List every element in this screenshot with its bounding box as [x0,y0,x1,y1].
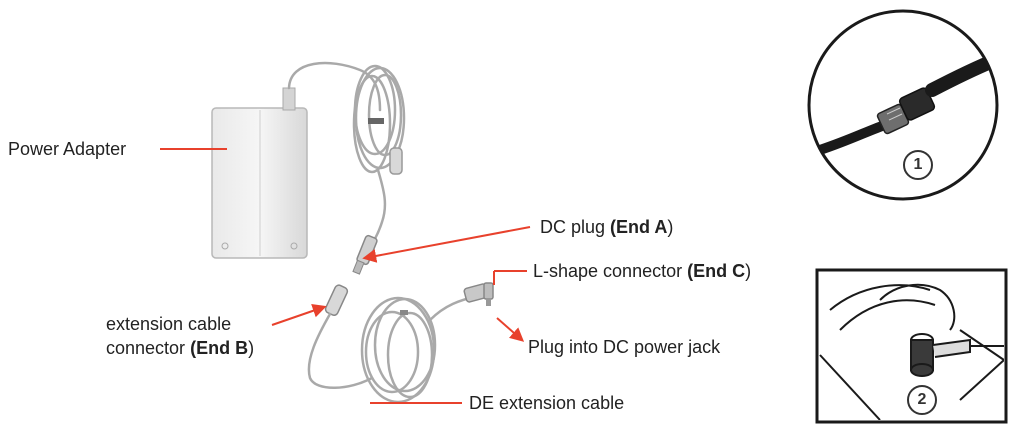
power-adapter-icon [211,87,308,259]
inset-step-1 [807,9,999,201]
step-2-badge: 2 [907,385,937,415]
l-shape-connector-icon [463,282,494,306]
power-adapter-label: Power Adapter [8,139,127,159]
dc-plug-icon [352,234,378,275]
leader-lines [160,148,531,404]
extension-connector-label-line1: extension cable [106,314,232,334]
dc-plug-label: DC plug (End A) [540,217,674,237]
l-shape-connector-label: L-shape connector (End C) [533,261,752,281]
extension-connector-icon [324,284,349,316]
step-1-badge: 1 [903,150,933,180]
extension-cable-label: DE extension cable [469,393,625,413]
extension-connector-label-line2: connector (End B) [106,338,255,358]
plug-into-jack-label: Plug into DC power jack [528,337,721,357]
